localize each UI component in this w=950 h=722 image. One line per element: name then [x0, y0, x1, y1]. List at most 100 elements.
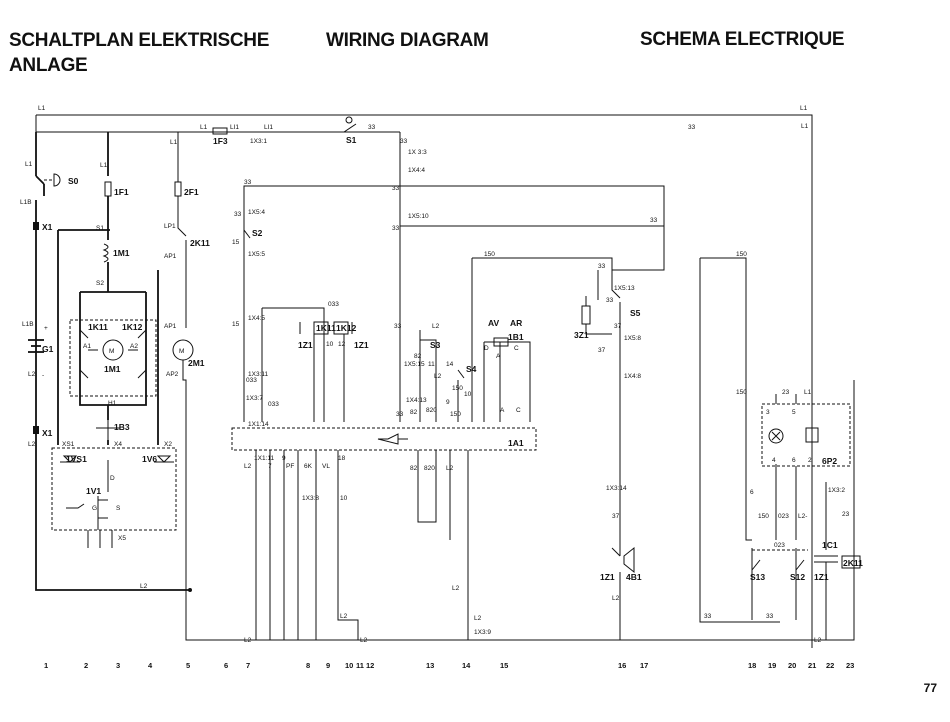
- label-s13: S13: [750, 572, 765, 582]
- label-3-6p2: 3: [766, 409, 770, 416]
- label-82-s3: 82: [414, 353, 422, 360]
- plug-1x3-2: 1X3:2: [828, 487, 845, 494]
- plug-1x5-10: 1X5:10: [408, 213, 429, 220]
- label-1k12-relay: 1K12: [336, 323, 357, 333]
- label-li1-b: LI1: [264, 124, 273, 131]
- plug-1x3-1: 1X3:1: [250, 138, 267, 145]
- label-l2-b7: L2: [244, 463, 252, 470]
- label-2m1: 2M1: [188, 358, 205, 368]
- label-820-b: 820: [424, 465, 435, 472]
- label-l1b-2: L1B: [22, 321, 34, 328]
- label-minus: -: [42, 372, 44, 379]
- label-av: AV: [488, 318, 500, 328]
- column-number: 20: [788, 661, 796, 670]
- label-23-c23: 23: [842, 511, 850, 518]
- label-c-b1b: C: [516, 407, 521, 414]
- label-l2-g1: L2: [28, 371, 36, 378]
- column-number: 16: [618, 661, 626, 670]
- label-150-s4: 150: [452, 385, 463, 392]
- label-lp1: LP1: [164, 223, 176, 230]
- label-ap2: AP2: [166, 371, 179, 378]
- label-033-b: 033: [328, 301, 339, 308]
- label-37-c16b: 37: [612, 513, 620, 520]
- label-l2-b6: L2: [244, 637, 252, 644]
- plug-1x5-15: 1X5:15: [404, 361, 425, 368]
- label-1m1-motor: 1M1: [104, 364, 121, 374]
- label-1k12: 1K12: [122, 322, 143, 332]
- label-1b1: 1B1: [508, 332, 524, 342]
- label-x1-top: X1: [42, 222, 53, 232]
- plug-1x3-7: 1X3:7: [246, 395, 263, 402]
- label-d: D: [110, 475, 115, 482]
- label-ap1-a: AP1: [164, 253, 177, 260]
- label-l2-x1: L2: [28, 441, 36, 448]
- label-l1-s0: L1: [25, 161, 33, 168]
- label-g: G: [92, 505, 97, 512]
- label-l1-f2: L1: [170, 139, 178, 146]
- label-l2-s4: L2: [434, 373, 442, 380]
- plug-1x3-8: 1X3:8: [302, 495, 319, 502]
- label-1k11-relay: 1K11: [316, 323, 336, 333]
- plug-1x4-13: 1X4:13: [406, 397, 427, 404]
- label-s1: S1: [346, 135, 357, 145]
- label-033-a: 033: [268, 401, 279, 408]
- column-number: 10: [345, 661, 353, 670]
- label-1z1-b: 1Z1: [354, 340, 369, 350]
- label-l1-left: L1: [38, 105, 46, 112]
- label-l2-b14: L2: [452, 585, 460, 592]
- switch-s1: [336, 116, 357, 133]
- label-33-s1: 33: [368, 124, 376, 131]
- label-s: S: [116, 505, 121, 512]
- column-number: 17: [640, 661, 648, 670]
- label-a1: A1: [83, 343, 91, 350]
- label-11-s3: 11: [428, 361, 435, 368]
- label-6k: 6K: [304, 463, 313, 470]
- label-33-col13: 33: [400, 138, 408, 145]
- plug-1x3-11: 1X3:11: [248, 371, 269, 378]
- plug-1x5-5: 1X5:5: [248, 251, 265, 258]
- circuit-6p2-relays: [699, 257, 861, 640]
- label-a-b1b: A: [500, 407, 505, 414]
- label-150-right: 150: [736, 251, 747, 258]
- column-number: 4: [148, 661, 153, 670]
- label-x1-bottom: X1: [42, 428, 53, 438]
- label-m-motor1: M: [109, 348, 114, 355]
- label-s5: S5: [630, 308, 641, 318]
- label-33-s2: 33: [244, 179, 252, 186]
- label-10-k: 10: [326, 341, 334, 348]
- label-1vs1: 1VS1: [66, 454, 87, 464]
- column-number: 11: [356, 661, 364, 670]
- plug-1x5-13: 1X5:13: [614, 285, 635, 292]
- plug-1x4-4: 1X4:4: [408, 167, 425, 174]
- label-vl: VL: [322, 463, 330, 470]
- plug-1x3-3: 1X 3:3: [408, 149, 427, 156]
- column-number: 13: [426, 661, 434, 670]
- label-l2-b13: L2: [446, 465, 454, 472]
- label-1m1-coil: 1M1: [113, 248, 130, 258]
- label-1b3: 1B3: [114, 422, 130, 432]
- label-023-b: 023: [774, 542, 785, 549]
- column-number: 9: [326, 661, 330, 670]
- label-82-strip: 82: [410, 409, 418, 416]
- label-4b1: 4B1: [626, 572, 642, 582]
- column-number: 14: [462, 661, 471, 670]
- column-number: 6: [224, 661, 228, 670]
- label-150-c19: 150: [758, 513, 769, 520]
- label-l1-c21: L1: [801, 123, 809, 130]
- label-xs1: XS1: [62, 441, 75, 448]
- circuit-s2-branch: [243, 132, 401, 422]
- label-4-6p2: 4: [772, 457, 776, 464]
- label-1z1-a: 1Z1: [298, 340, 313, 350]
- terminal-strip-1a1: [231, 427, 537, 451]
- plug-1x1-14: 1X1:14: [248, 421, 269, 428]
- label-6-c18: 6: [750, 489, 754, 496]
- label-s0: S0: [68, 176, 79, 186]
- fuse-1f3: [212, 127, 228, 135]
- label-023-a: 023: [778, 513, 789, 520]
- label-pf: PF: [286, 463, 294, 470]
- label-7: 7: [268, 463, 272, 470]
- label-c-b1: C: [514, 345, 519, 352]
- label-l1-f1: L1: [100, 162, 108, 169]
- column-number: 7: [246, 661, 250, 670]
